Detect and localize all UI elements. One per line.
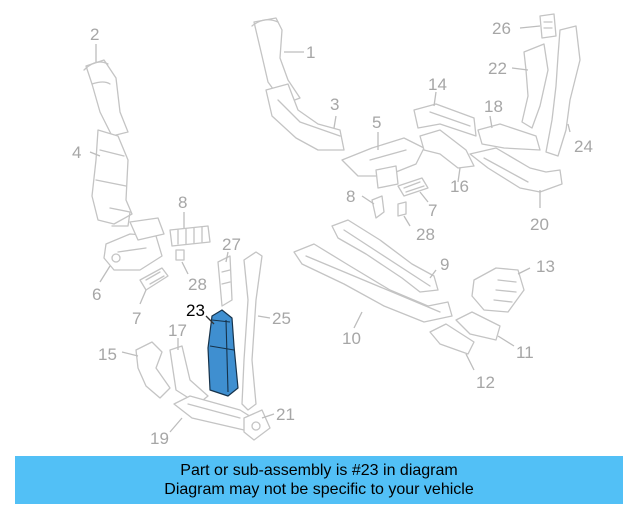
callout-10: 10 [342, 329, 361, 348]
callout-20: 20 [530, 215, 549, 234]
part-7-vent-left [139, 267, 169, 305]
caption-bar: Part or sub-assembly is #23 in diagram D… [15, 456, 623, 504]
caption-line-2: Diagram may not be specific to your vehi… [164, 481, 474, 498]
part-26-vent [519, 13, 557, 39]
callout-23: 23 [186, 301, 205, 320]
part-28-clip-center [397, 201, 411, 227]
callout-24: 24 [574, 137, 593, 156]
part-5-box [341, 132, 425, 189]
callout-21: 21 [276, 405, 295, 424]
part-1-duct [251, 17, 304, 105]
part-6-box [99, 217, 165, 283]
caption-line-1: Part or sub-assembly is #23 in diagram [180, 462, 458, 479]
part-24-duct [545, 25, 581, 157]
part-20-duct [469, 147, 563, 208]
part-18-duct [477, 115, 541, 151]
part-27-bracket [217, 251, 233, 307]
callout-16: 16 [450, 177, 469, 196]
callout-27: 27 [222, 235, 241, 254]
callout-5: 5 [372, 113, 381, 132]
callout-8-left: 8 [178, 193, 187, 212]
part-8-register-left [169, 212, 211, 247]
callout-2: 2 [90, 25, 99, 44]
part-22-duct [511, 43, 549, 129]
callout-6: 6 [92, 285, 101, 304]
part-10-duct [293, 243, 453, 329]
callout-22: 22 [488, 59, 507, 78]
part-16-duct [419, 129, 475, 183]
part-9-duct [331, 219, 439, 293]
part-8-piece-center [361, 195, 385, 219]
part-15-duct [121, 341, 171, 399]
callout-13: 13 [536, 257, 555, 276]
callout-4: 4 [72, 143, 81, 162]
part-3-duct [265, 83, 345, 151]
callout-12: 12 [476, 373, 495, 392]
part-25-rod [241, 251, 271, 411]
callout-1: 1 [306, 43, 315, 62]
callout-18: 18 [484, 97, 503, 116]
callout-9: 9 [440, 255, 449, 274]
callout-17: 17 [168, 321, 187, 340]
parts-diagram: 2 4 6 7 8 28 27 23 17 15 19 21 25 1 3 5 … [72, 13, 593, 448]
callout-11: 11 [516, 343, 534, 362]
callout-25: 25 [272, 309, 291, 328]
callout-15: 15 [98, 345, 117, 364]
part-7-vent-center [397, 177, 429, 203]
callout-14: 14 [428, 75, 447, 94]
part-4-duct [89, 129, 133, 227]
callout-7-left: 7 [132, 309, 141, 328]
callout-28-center: 28 [416, 225, 435, 244]
part-21-connector [243, 409, 275, 441]
callout-19: 19 [150, 429, 169, 448]
part-2-duct [83, 44, 129, 137]
part-11-duct [455, 311, 515, 347]
callout-26: 26 [492, 19, 511, 38]
callout-7-center: 7 [428, 201, 437, 220]
part-13-vent [471, 267, 531, 313]
part-14-duct [413, 91, 477, 137]
part-17-duct [169, 338, 209, 405]
callout-3: 3 [330, 95, 339, 114]
callout-28-left: 28 [188, 275, 207, 294]
part-23-duct-highlighted [205, 309, 239, 397]
part-28-clip-left [175, 249, 189, 275]
part-12-duct [429, 323, 475, 371]
callout-8-center: 8 [346, 187, 355, 206]
